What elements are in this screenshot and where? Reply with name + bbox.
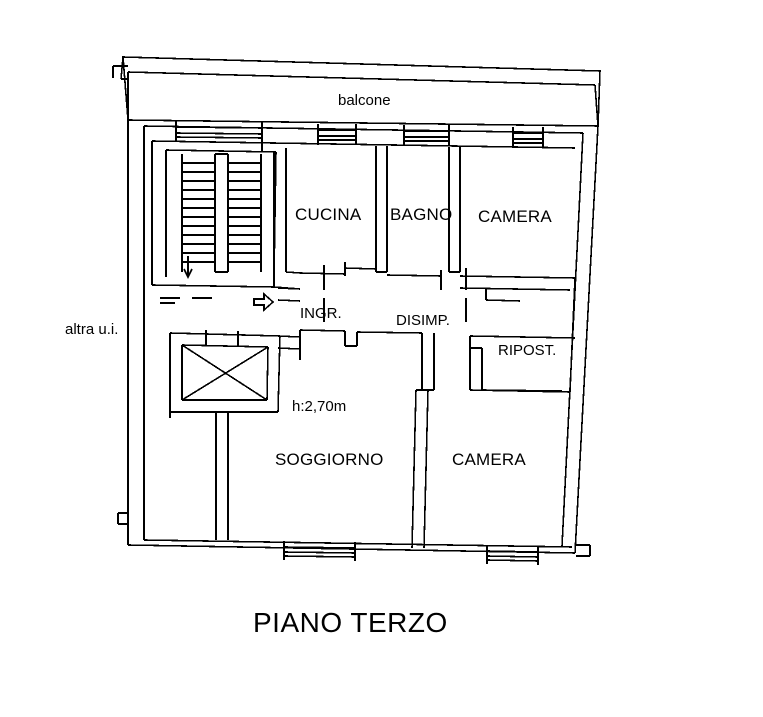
label-ingresso: INGR. xyxy=(300,305,342,322)
plan-title: PIANO TERZO xyxy=(253,607,448,638)
label-altra-ui: altra u.i. xyxy=(65,321,119,338)
label-ceiling-height: h:2,70m xyxy=(292,398,347,415)
label-balcone: balcone xyxy=(338,92,391,109)
entrance-arrow-icon xyxy=(253,292,275,312)
label-ripostiglio: RIPOST. xyxy=(498,342,557,359)
label-bagno: BAGNO xyxy=(390,205,453,224)
label-camera-bottom: CAMERA xyxy=(452,450,526,469)
label-camera-top: CAMERA xyxy=(478,207,552,226)
label-cucina: CUCINA xyxy=(295,205,362,224)
label-soggiorno: SOGGIORNO xyxy=(275,450,384,469)
label-disimpegno: DISIMP. xyxy=(396,312,450,329)
